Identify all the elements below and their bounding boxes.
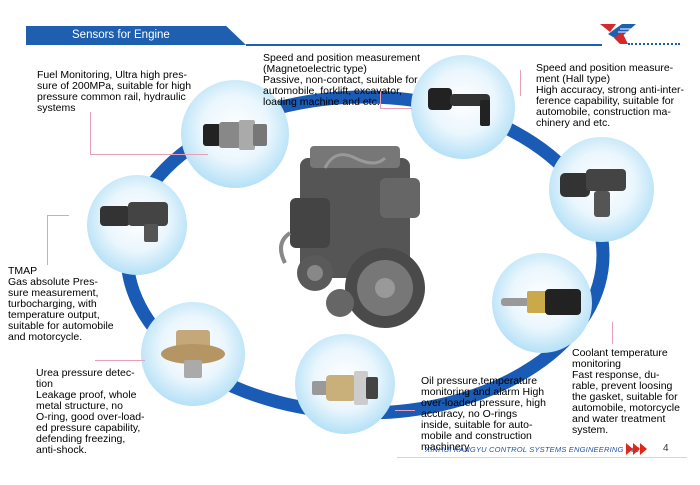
urea-sensor-image — [161, 330, 225, 378]
leader-line — [520, 70, 521, 96]
fuel-monitoring-text: Fuel Monitoring, Ultra high pres- sure o… — [37, 69, 192, 114]
oil-text: Oil pressure,temperature monitoring and … — [421, 375, 546, 453]
leader-line — [95, 360, 145, 361]
header-rule — [246, 44, 602, 46]
leader-line — [380, 108, 412, 109]
page-number: 4 — [663, 443, 669, 454]
coolant-text: Coolant temperature monitoring Fast resp… — [572, 347, 680, 436]
leader-line — [395, 410, 415, 411]
company-logo — [600, 24, 636, 44]
urea-text: Urea pressure detec- tion Leakage proof,… — [36, 367, 145, 456]
leader-line — [90, 112, 91, 154]
speed-mag-text: Speed and position measurement (Magnetoe… — [263, 52, 421, 108]
page-title: Sensors for Engine — [72, 29, 170, 41]
header-band — [26, 26, 246, 45]
leader-line — [612, 322, 613, 344]
engine-image — [279, 146, 425, 328]
arrows-icon — [626, 443, 647, 455]
leader-line — [47, 215, 69, 216]
hall-sensor-image — [560, 169, 626, 217]
speed-mag-sensor-image — [428, 88, 490, 126]
oil-sensor-image — [312, 371, 378, 405]
leader-line — [90, 154, 208, 155]
tmap-sensor-image — [100, 202, 168, 242]
company-name: XINHUI KANGYU CONTROL SYSTEMS ENGINEERIN… — [425, 445, 642, 454]
header-dotted-rule — [628, 43, 680, 45]
leader-line — [380, 90, 381, 108]
tmap-text: TMAP Gas absolute Pres- sure measurement… — [8, 265, 114, 343]
speed-hall-text: Speed and position measure- ment (Hall t… — [536, 62, 685, 129]
leader-line — [47, 215, 48, 265]
footer-rule — [397, 457, 687, 458]
coolant-sensor-image — [501, 289, 581, 315]
fuel-pressure-sensor-image — [203, 120, 267, 150]
